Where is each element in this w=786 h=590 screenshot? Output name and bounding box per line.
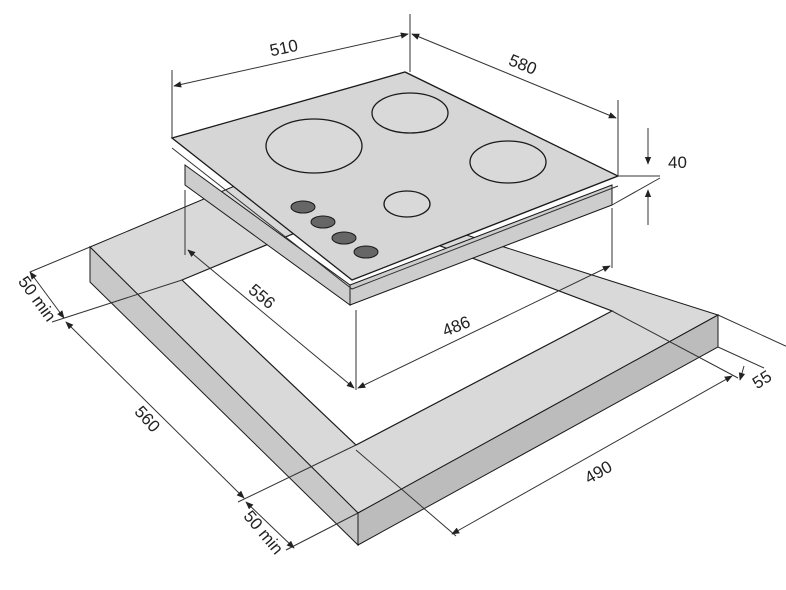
label-counter-thickness: 55 [749,367,775,393]
burner-large-left [265,118,363,174]
label-counter-width: 490 [581,457,615,488]
label-hob-width: 510 [268,36,300,60]
dim-line-510 [173,32,409,88]
label-counter-depth: 560 [131,402,164,436]
label-front-margin: 50 min [240,507,287,558]
dimension-lines [29,32,746,549]
extension-lines [29,14,786,551]
burner-small-front [383,190,431,218]
dim-line-50min-left [29,271,65,319]
burner-back [371,92,449,134]
dim-line-486 [357,265,611,389]
dim-line-560 [65,321,245,499]
dim-line-490 [451,375,733,535]
burner-right [469,140,547,184]
dim-line-55 [738,365,746,381]
dim-line-556 [187,249,355,389]
control-knob-3 [331,231,357,245]
dim-line-50min-front [245,501,295,549]
control-knob-4 [353,245,379,259]
control-knob-2 [310,215,336,229]
control-knob-1 [290,200,316,214]
label-hob-height: 40 [668,153,687,172]
dim-line-580 [411,33,617,119]
label-side-margin-left: 50 min [14,273,59,325]
